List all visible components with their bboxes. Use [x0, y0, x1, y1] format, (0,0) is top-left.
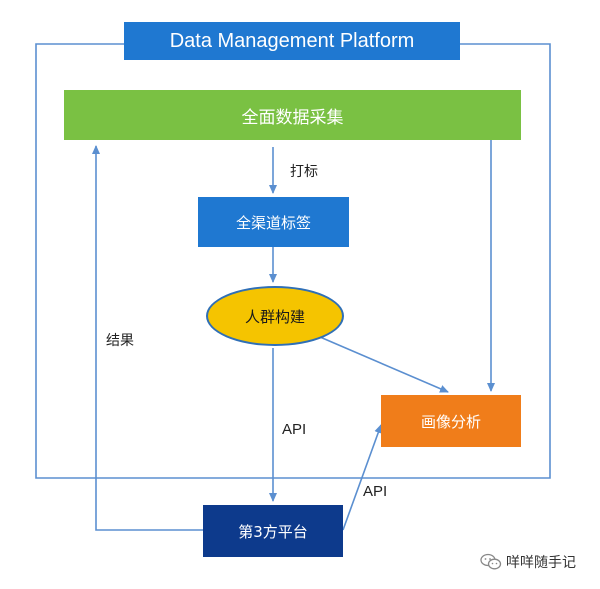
edge-label-tagging: 打标: [290, 164, 318, 180]
edge-third-to-profile: [342, 424, 383, 531]
node-channel-tag: 全渠道标签: [198, 197, 349, 247]
edge-label-api-up: API: [363, 483, 388, 500]
edge-label-result: 结果: [106, 333, 134, 349]
node-third-party: 第3方平台: [203, 505, 343, 557]
node-data-collection: 全面数据采集: [64, 90, 521, 140]
watermark-text: 咩咩随手记: [506, 555, 576, 571]
platform-boundary: [35, 43, 551, 479]
edge-label-api-down: API: [282, 421, 307, 438]
edge-crowd-to-profile: [319, 336, 449, 393]
node-profile-analysis: 画像分析: [381, 395, 521, 447]
edge-third-to-collect: [92, 145, 203, 531]
platform-title: Data Management Platform: [124, 22, 460, 60]
watermark: 咩咩随手记: [480, 552, 576, 572]
wechat-icon: [480, 553, 502, 570]
node-crowd-build: 人群构建: [206, 286, 344, 346]
